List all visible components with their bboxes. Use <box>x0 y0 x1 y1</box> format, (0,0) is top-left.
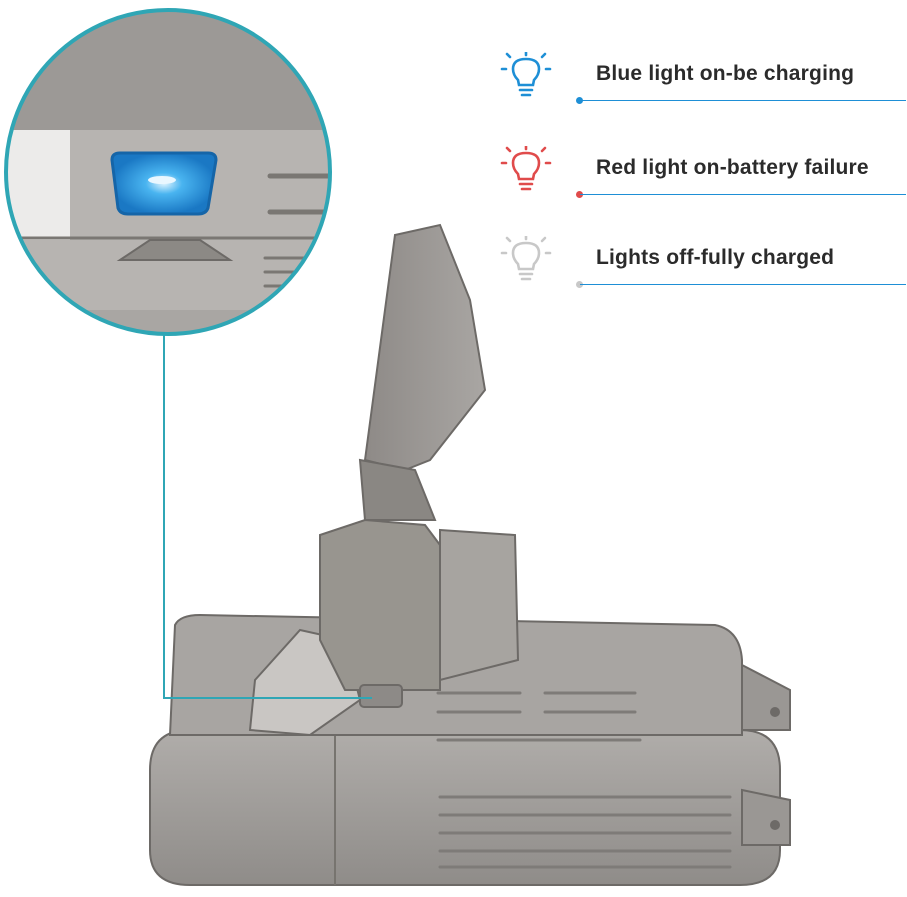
legend-label: Blue light on-be charging <box>596 62 855 85</box>
battery-pack <box>149 223 791 886</box>
legend-item-charging: Blue light on-be charging <box>500 52 906 112</box>
legend-item-charged: Lights off-fully charged <box>500 236 906 296</box>
legend-marker <box>576 191 583 198</box>
legend-label: Red light on-battery failure <box>596 156 869 179</box>
legend-rule <box>580 100 906 101</box>
legend-label: Lights off-fully charged <box>596 246 835 269</box>
lightbulb-icon <box>500 52 552 97</box>
legend-rule <box>580 194 906 195</box>
legend-marker <box>576 281 583 288</box>
lightbulb-icon <box>500 236 552 281</box>
legend-marker <box>576 97 583 104</box>
legend-rule <box>580 284 906 285</box>
legend-item-failure: Red light on-battery failure <box>500 146 906 206</box>
zoom-callout <box>4 8 372 699</box>
lightbulb-icon <box>500 146 552 191</box>
